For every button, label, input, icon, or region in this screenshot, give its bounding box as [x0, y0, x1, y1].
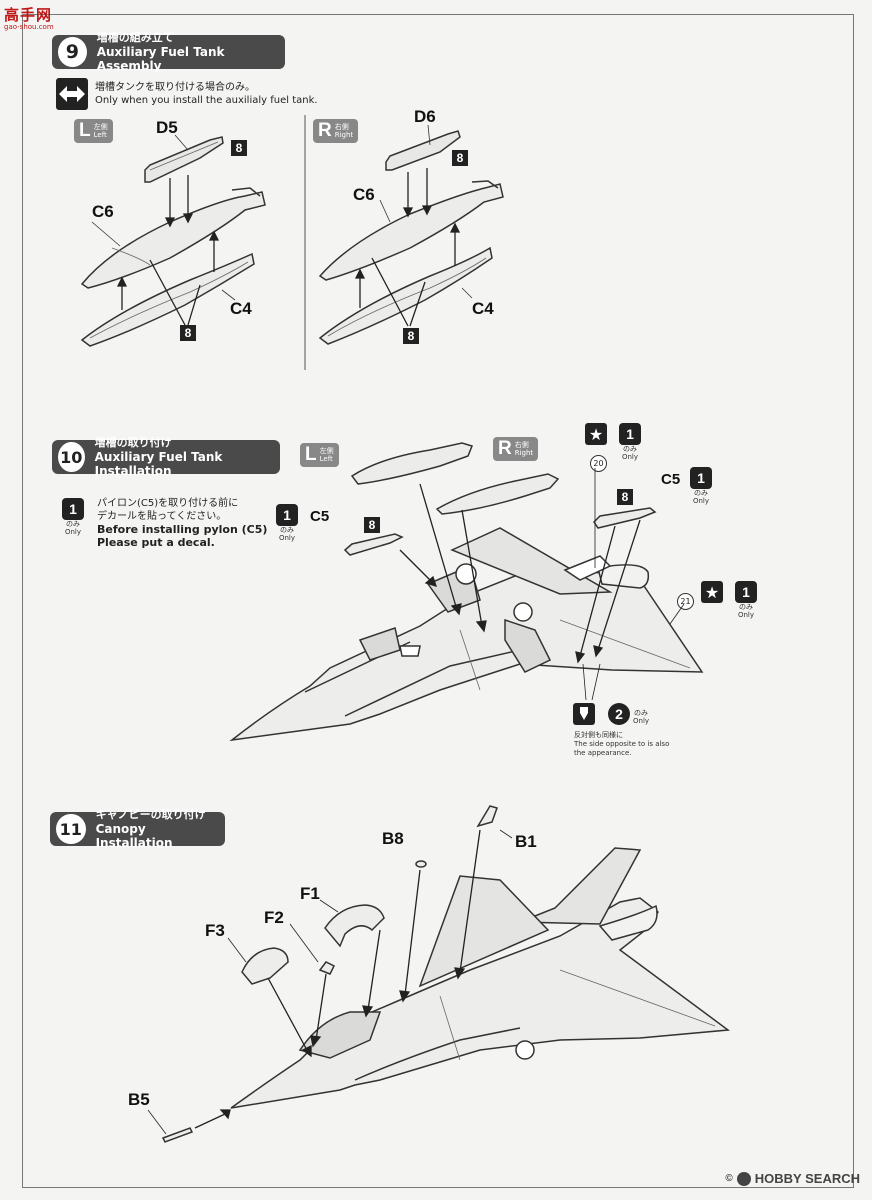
part-f1: F1	[300, 884, 320, 903]
decal-1-icon: 1	[276, 504, 298, 526]
star-icon-bottom: ★	[701, 581, 723, 603]
color-8-c5-right: 8	[617, 489, 633, 505]
only-jp: のみ	[65, 520, 80, 528]
part-c4-right: C4	[472, 299, 494, 318]
hobby-search-watermark: © HOBBY SEARCH	[725, 1171, 860, 1186]
right-jp: 右側	[514, 441, 529, 449]
left-letter: L	[79, 120, 91, 141]
decal-1-icon: 1	[690, 467, 712, 489]
page-frame	[22, 14, 854, 1188]
part-f2: F2	[264, 908, 284, 927]
opposite-en1: The side opposite to is also	[574, 740, 670, 748]
opposite-note: 反対側も同様に The side opposite to is also the…	[574, 731, 669, 758]
step10-note-jp1: パイロン(C5)を取り付ける前に	[97, 498, 239, 509]
only-en: Only	[633, 717, 650, 725]
opposite-en2: the appearance.	[574, 749, 632, 757]
decal-1-icon: 1	[735, 581, 757, 603]
part-c5-left: C5	[310, 508, 330, 525]
step9-title-jp: 増槽の組み立て	[96, 31, 174, 44]
step10-note-en1: Before installing pylon (C5)	[97, 523, 268, 536]
decal-21: 21	[677, 593, 694, 610]
step10-number: 10	[56, 440, 87, 474]
part-d5: D5	[156, 118, 178, 137]
star-icon-top: ★	[585, 423, 607, 445]
only-jp: のみ	[693, 489, 708, 497]
step10-header: 10 増槽の取り付け Auxiliary Fuel Tank Installat…	[52, 436, 280, 478]
cement-icon	[573, 703, 595, 725]
step11-header: 11 キャノピーの取り付け Canopy Installation	[50, 808, 225, 850]
left-letter: L	[305, 444, 317, 465]
color-8-left-top: 8	[231, 140, 247, 156]
only-jp: のみ	[622, 445, 637, 453]
watermark-brand: HOBBY SEARCH	[754, 1171, 860, 1186]
only-en: Only	[64, 528, 82, 536]
part-c4-left: C4	[230, 299, 252, 318]
site-logo-url: gao-shou.com	[4, 23, 54, 31]
decal-2-icon: 2	[608, 703, 630, 725]
step10-title-en: Auxiliary Fuel Tank Installation	[94, 450, 223, 478]
right-en: Right	[334, 131, 354, 139]
part-b8: B8	[382, 829, 404, 848]
watermark-brand-icon	[736, 1171, 751, 1186]
only-en: Only	[737, 611, 755, 619]
part-f3: F3	[205, 921, 225, 940]
left-jp: 左側	[93, 123, 108, 131]
only-jp: のみ	[738, 603, 753, 611]
step10-title-jp: 増槽の取り付け	[94, 436, 172, 449]
watermark-copyright: ©	[725, 1173, 733, 1184]
right-en: Right	[514, 449, 534, 457]
right-letter: R	[498, 438, 512, 459]
site-logo-chars: 高手网	[4, 6, 53, 24]
right-jp: 右側	[334, 123, 349, 131]
decal-1-icon: 1	[62, 498, 84, 520]
color-8-right-top: 8	[452, 150, 468, 166]
swap-arrows-icon	[56, 78, 88, 110]
only-jp: のみ	[634, 709, 649, 717]
step11-number: 11	[54, 812, 88, 846]
step10-note-jp2: デカールを貼ってください。	[97, 511, 227, 522]
only-en: Only	[278, 534, 296, 542]
color-8-right-bot: 8	[403, 328, 419, 344]
part-b1: B1	[515, 832, 537, 851]
only-jp: のみ	[279, 526, 294, 534]
left-en: Left	[319, 455, 333, 463]
step9-note-en: Only when you install the auxilialy fuel…	[95, 95, 318, 106]
part-b5: B5	[128, 1090, 150, 1109]
color-8-left-bot: 8	[180, 325, 196, 341]
part-c6-left: C6	[92, 202, 114, 221]
part-c6-right: C6	[353, 185, 375, 204]
step9-header: 9 増槽の組み立て Auxiliary Fuel Tank Assembly	[52, 31, 285, 73]
part-c5-right: C5	[661, 471, 681, 488]
right-letter: R	[318, 120, 332, 141]
step10-note: パイロン(C5)を取り付ける前に デカールを貼ってください。 Before in…	[97, 497, 267, 549]
step11-title-en: Canopy Installation	[95, 822, 173, 850]
site-logo: 高手网 gao-shou.com	[4, 4, 54, 31]
color-8-c5-left: 8	[364, 517, 380, 533]
only-en: Only	[621, 453, 639, 461]
step9-number: 9	[56, 35, 89, 69]
left-jp: 左側	[319, 447, 334, 455]
only-en: Only	[692, 497, 710, 505]
part-d6: D6	[414, 107, 436, 126]
step9-title-en: Auxiliary Fuel Tank Assembly	[96, 45, 225, 73]
opposite-jp: 反対側も同様に	[574, 731, 623, 739]
step11-title-jp: キャノピーの取り付け	[95, 808, 206, 821]
decal-20: 20	[590, 455, 607, 472]
step9-note-jp: 増槽タンクを取り付ける場合のみ。	[95, 82, 255, 93]
left-en: Left	[93, 131, 107, 139]
step10-note-en2: Please put a decal.	[97, 536, 215, 549]
decal-1-icon: 1	[619, 423, 641, 445]
step9-note: 増槽タンクを取り付ける場合のみ。 Only when you install t…	[95, 81, 318, 107]
